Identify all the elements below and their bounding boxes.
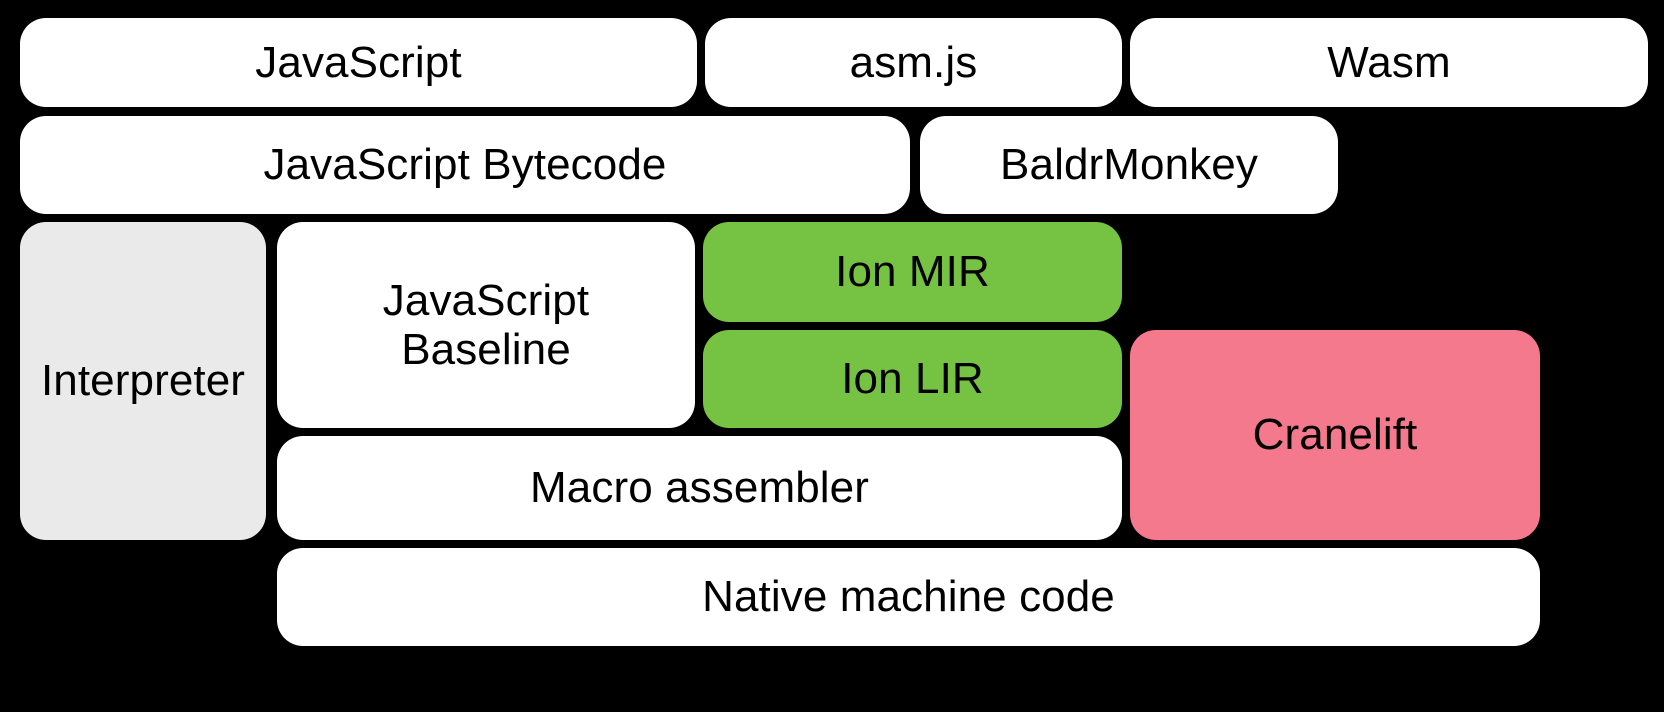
node-ion-mir-label: Ion MIR [835,247,990,297]
node-cranelift-label: Cranelift [1252,410,1418,460]
node-asmjs-label: asm.js [849,37,978,87]
node-cranelift[interactable]: Cranelift [1130,330,1540,540]
node-javascript-baseline-label: JavaScript Baseline [382,275,590,374]
node-ion-lir-label: Ion LIR [841,354,984,404]
node-macro-assembler[interactable]: Macro assembler [277,436,1122,540]
node-baldrmonkey-label: BaldrMonkey [1000,140,1258,190]
node-javascript-bytecode[interactable]: JavaScript Bytecode [20,116,910,214]
node-javascript-baseline[interactable]: JavaScript Baseline [277,222,695,428]
node-native-machine-code[interactable]: Native machine code [277,548,1540,646]
node-javascript-bytecode-label: JavaScript Bytecode [263,140,667,190]
node-macro-assembler-label: Macro assembler [530,463,869,513]
node-javascript-label: JavaScript [255,37,462,87]
node-interpreter-label: Interpreter [40,356,246,406]
node-native-machine-code-label: Native machine code [702,572,1115,622]
node-javascript[interactable]: JavaScript [20,18,697,107]
node-wasm[interactable]: Wasm [1130,18,1648,107]
node-ion-mir[interactable]: Ion MIR [703,222,1122,322]
node-wasm-label: Wasm [1327,37,1451,87]
node-interpreter[interactable]: Interpreter [20,222,266,540]
node-ion-lir[interactable]: Ion LIR [703,330,1122,428]
node-asmjs[interactable]: asm.js [705,18,1122,107]
node-baldrmonkey[interactable]: BaldrMonkey [920,116,1338,214]
